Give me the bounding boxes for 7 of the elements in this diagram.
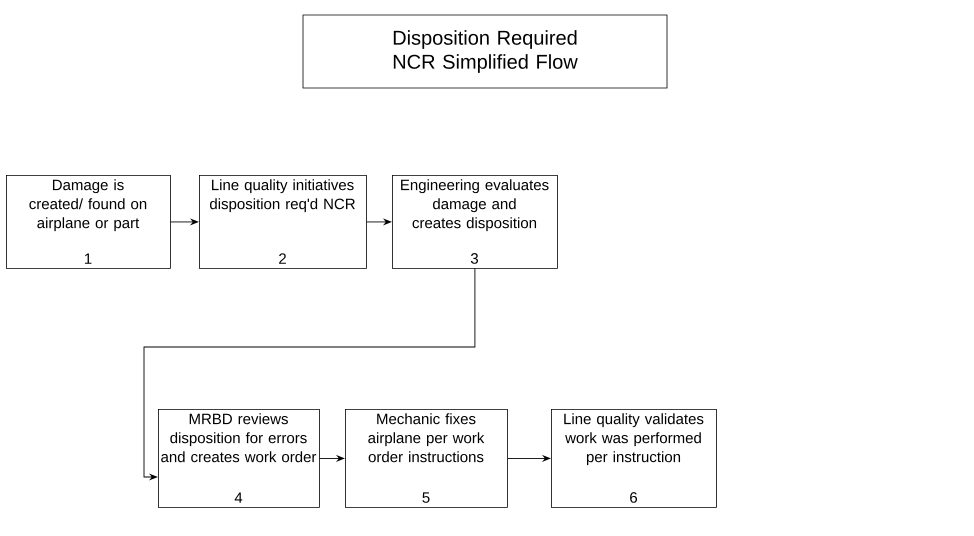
process-box: Damage is created/ found on airplane or part 1 [6, 175, 171, 269]
process-box: Line quality initiatives disposition req'd NCR 2 [199, 175, 367, 269]
title-box: Disposition Required NCR Simplified Flow [302, 14, 668, 88]
process-box: Mechanic fixes airplane per work order instructions 5 [345, 409, 508, 508]
process-box: Line quality validates work was performed per instruction 6 [551, 409, 717, 508]
process-box: Engineering evaluates damage and creates disposition 3 [392, 175, 558, 269]
process-box: MRBD reviews disposition for errors and creates work order 4 [158, 409, 320, 508]
